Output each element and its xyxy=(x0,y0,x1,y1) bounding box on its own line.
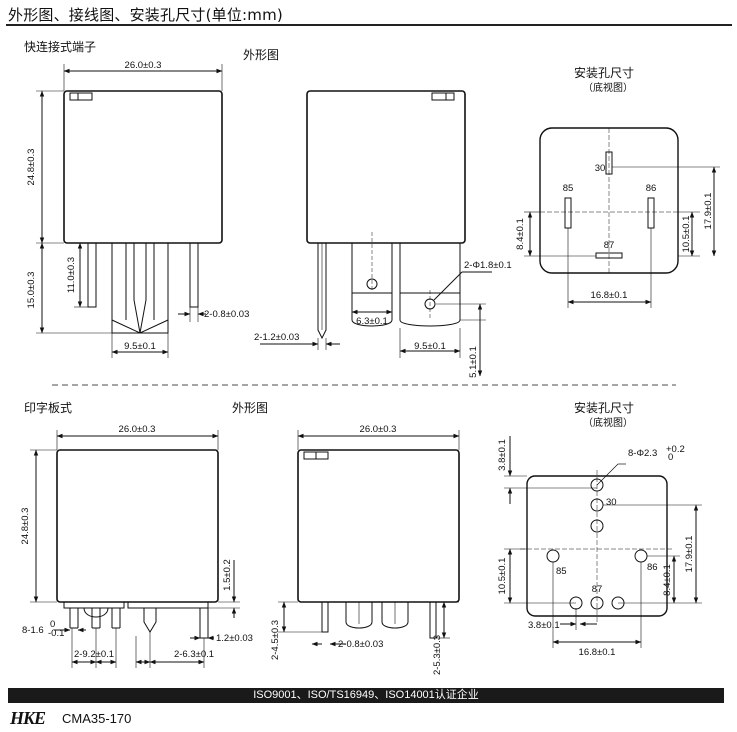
dim-top-mount-w: 16.8±0.1 xyxy=(591,290,628,301)
mount-hole-view-bottom xyxy=(520,470,674,622)
dim-top-mount-h1: 8.4±0.1 xyxy=(515,218,526,250)
dim-top-width: 26.0±0.3 xyxy=(125,60,162,71)
dim-bottom-pin-thick-tol-up: 0 xyxy=(50,619,55,630)
section-mount-top: 安装孔尺寸 xyxy=(574,66,635,80)
dim-top-mount-h3: 17.9±0.1 xyxy=(703,193,714,230)
title-rule xyxy=(6,24,732,26)
dim-bottom-mount-h1: 10.5±0.1 xyxy=(497,558,508,595)
relay-side-view-top xyxy=(306,90,466,340)
section-mount-bottom-sub: （底视图） xyxy=(583,418,633,429)
model-number: CMA35-170 xyxy=(62,711,132,726)
dim-top-height: 24.8±0.3 xyxy=(26,149,37,186)
certification-banner: ISO9001、ISO/TS16949、ISO14001认证企业 xyxy=(8,688,724,703)
dim-top-hole-pitch: 9.5±0.1 xyxy=(414,341,446,352)
dim-bottom-pin-thick: 8-1.6 xyxy=(22,625,44,636)
section-quick-connect: 快连接式端子 xyxy=(24,40,97,54)
relay-front-view-top xyxy=(63,90,223,334)
dim-top-pin-offset: 5.1±0.1 xyxy=(468,346,479,378)
dim-bottom-width: 26.0±0.3 xyxy=(119,424,156,435)
page-title: 外形图、接线图、安装孔尺寸(单位:mm) xyxy=(8,6,283,24)
pin-label-30-bottom: 30 xyxy=(606,497,617,508)
section-outline-bottom: 外形图 xyxy=(232,401,269,415)
pin-label-86-bottom: 86 xyxy=(647,562,658,573)
dim-bottom-pin-thick-tol-dn: -0.1 xyxy=(48,628,64,639)
dim-top-pin-len2: 11.0±0.3 xyxy=(66,257,77,293)
dim-bottom-pin-len2: 2-5.3±0.3 xyxy=(432,635,443,675)
dim-top-pin-len: 15.0±0.3 xyxy=(26,272,37,309)
dim-bottom-mount-h2: 17.9±0.1 xyxy=(684,536,695,573)
dim-bottom-hole-tol-up: +0.2 xyxy=(666,444,685,455)
dim-top-pin-thick: 2-0.8±0.03 xyxy=(204,309,249,320)
brand-logo: HKE xyxy=(10,708,46,728)
section-outline-top: 外形图 xyxy=(243,48,280,62)
relay-front-view-bottom xyxy=(56,449,219,639)
dim-bottom-mount-h3: 8.4±0.1 xyxy=(662,564,673,596)
pin-label-85-bottom: 85 xyxy=(556,566,567,577)
dim-bottom-height: 24.8±0.3 xyxy=(20,508,31,545)
dim-top-pin-pitch: 9.5±0.1 xyxy=(124,341,156,352)
dim-top-mount-h2: 10.5±0.1 xyxy=(681,216,692,253)
section-mount-top-sub: （底视图） xyxy=(583,83,633,94)
dim-top-hole-width: 6.3±0.1 xyxy=(356,316,388,327)
dim-bottom-pin-pitch2: 2-6.3±0.1 xyxy=(174,649,214,660)
dim-bottom-width2: 26.0±0.3 xyxy=(360,424,397,435)
dim-bottom-pin-pitch: 2-9.2±0.1 xyxy=(74,649,114,660)
dim-bottom-mount-w2: 16.8±0.1 xyxy=(579,647,616,658)
dim-bottom-mount-w1: 3.8±0.1 xyxy=(528,620,560,631)
dim-top-hole-dia: 2-Φ1.8±0.1 xyxy=(464,260,512,271)
pin-label-87-top: 87 xyxy=(604,240,615,251)
dim-bottom-hole-dia: 8-Φ2.3 xyxy=(628,448,657,459)
dim-bottom-hole-tol-dn: 0 xyxy=(668,452,673,463)
mount-hole-view-top xyxy=(539,127,679,274)
section-mount-bottom: 安装孔尺寸 xyxy=(574,401,635,415)
dim-bottom-pin-width: 1.2±0.03 xyxy=(216,633,253,644)
pin-label-87-bottom: 87 xyxy=(592,584,603,595)
dim-bottom-pin-w2: 2-0.8±0.03 xyxy=(338,639,383,650)
dim-top-pin-width: 2-1.2±0.03 xyxy=(254,332,299,343)
section-pcb: 印字板式 xyxy=(24,401,73,415)
pin-label-86-top: 86 xyxy=(646,183,657,194)
dim-bottom-standoff: 1.5±0.2 xyxy=(222,559,233,591)
relay-side-view-bottom xyxy=(297,449,460,639)
pin-label-30-top: 30 xyxy=(595,163,606,174)
pin-label-85-top: 85 xyxy=(563,183,574,194)
dim-bottom-top-off: 3.8±0.1 xyxy=(497,439,508,471)
dim-bottom-pin-len: 2-4.5±0.3 xyxy=(270,620,281,660)
